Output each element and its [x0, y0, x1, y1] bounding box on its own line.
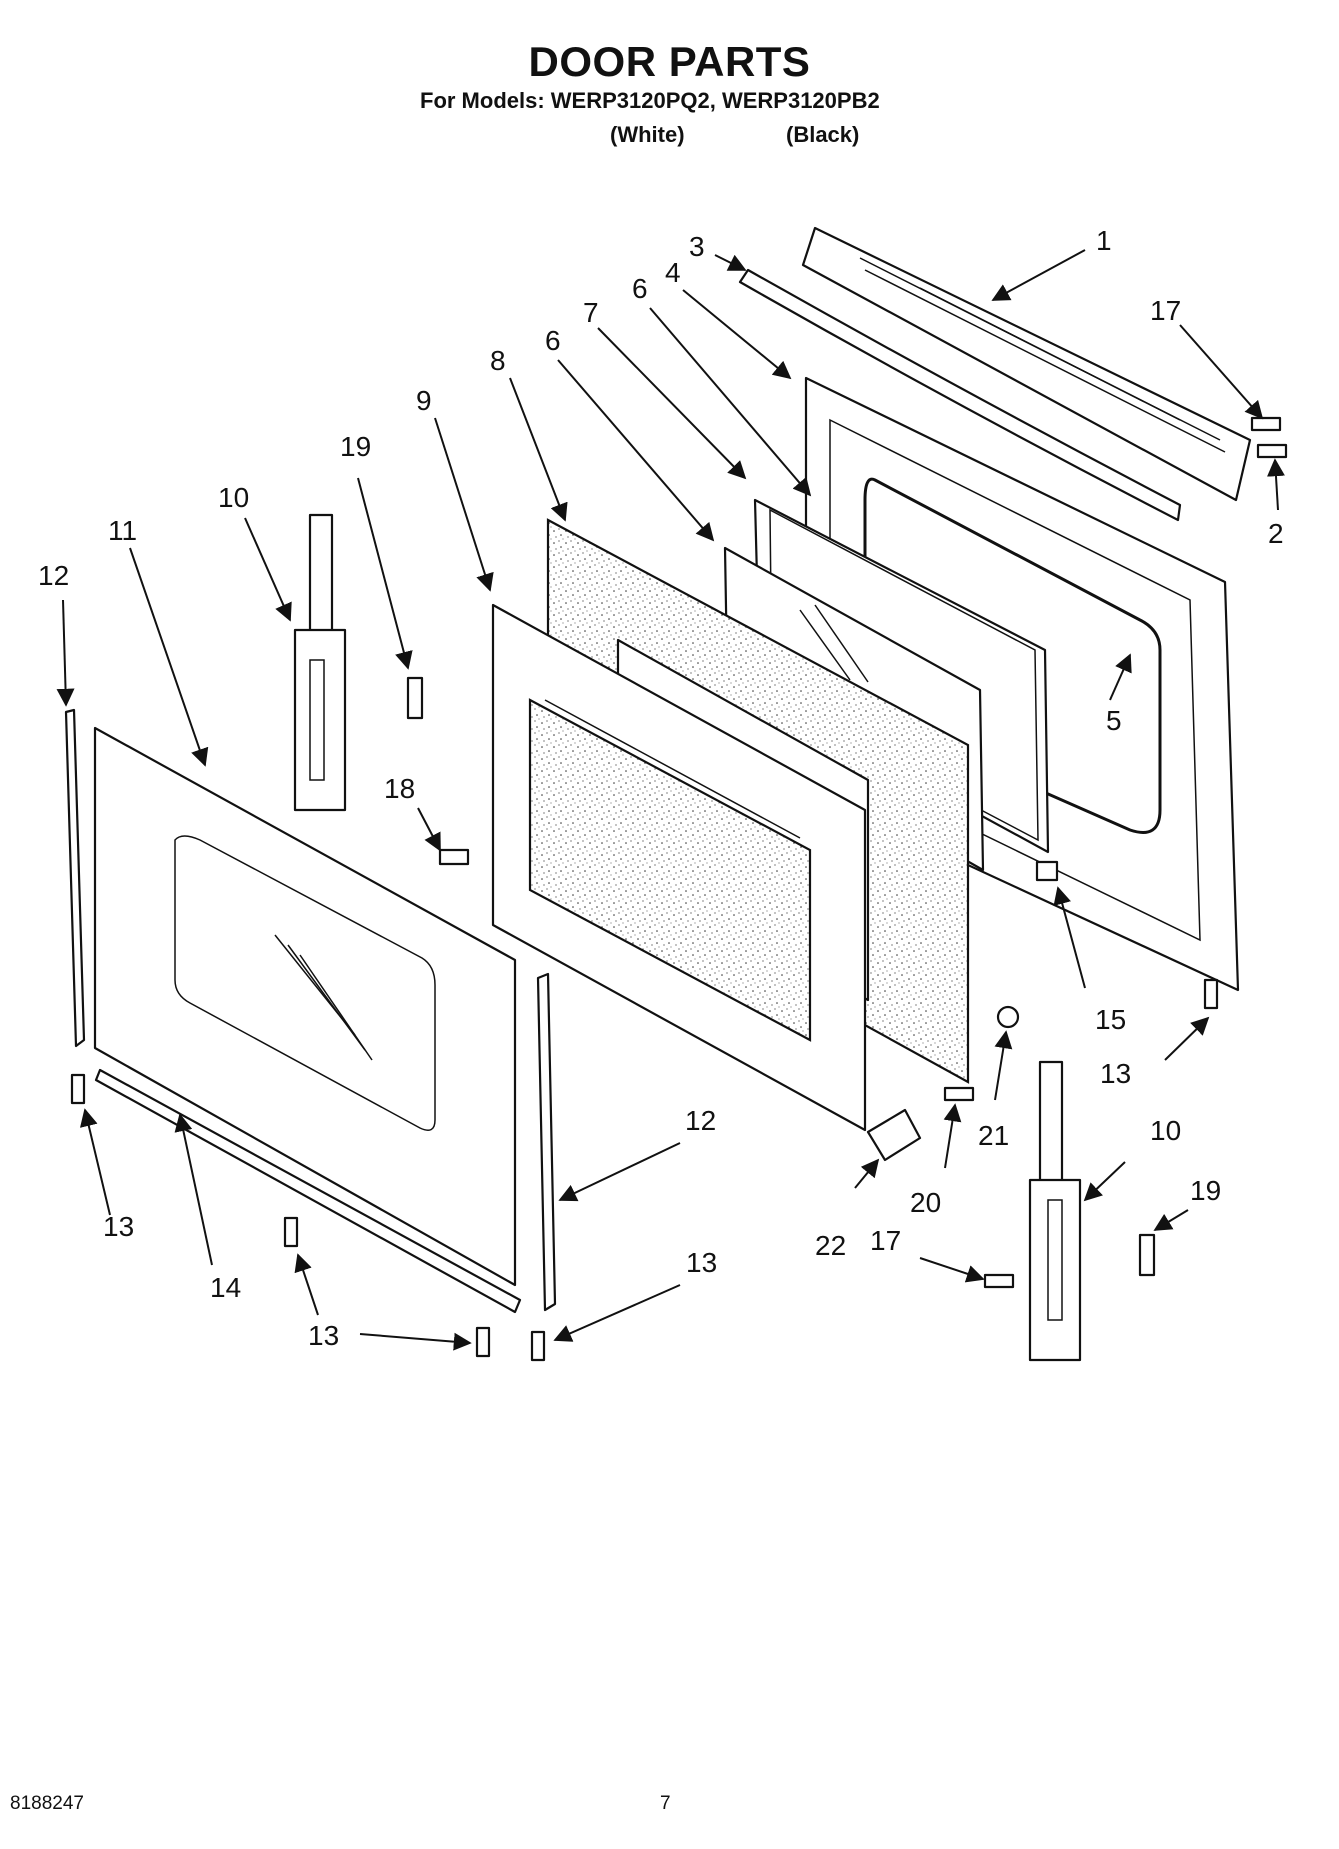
callout-11: 11 — [108, 515, 137, 546]
callout-13b: 13 — [308, 1320, 339, 1351]
lock-plate-15 — [1035, 860, 1059, 882]
callout-18: 18 — [384, 773, 415, 804]
door-gasket — [863, 477, 1162, 834]
callout-13a: 13 — [103, 1211, 134, 1242]
screw-20 — [943, 1086, 975, 1102]
bumper-21 — [996, 1005, 1020, 1029]
screw-18 — [438, 848, 470, 866]
callout-17a: 17 — [1150, 295, 1181, 326]
callout-13d: 13 — [1100, 1058, 1131, 1089]
callout-10a: 10 — [218, 482, 249, 513]
callout-1: 1 — [1096, 225, 1112, 256]
callout-5: 5 — [1106, 705, 1122, 736]
page-title: DOOR PARTS — [528, 38, 811, 85]
screw-2 — [1256, 443, 1288, 459]
side-trim-left — [64, 708, 86, 1048]
inner-door-frame — [491, 603, 867, 1132]
callout-9: 9 — [416, 385, 432, 416]
screw-13-left — [70, 1073, 86, 1105]
screw-13-bottom-1 — [475, 1326, 491, 1358]
callout-15: 15 — [1095, 1004, 1126, 1035]
hinge-receiver-19-right — [1138, 1233, 1156, 1277]
document-number: 8188247 — [10, 1793, 84, 1814]
bottom-trim — [94, 1068, 522, 1314]
callout-12a: 12 — [38, 560, 69, 591]
callout-6a: 6 — [632, 273, 648, 304]
screw-13-bottom-2 — [530, 1330, 546, 1362]
callout-4: 4 — [665, 257, 681, 288]
callout-10b: 10 — [1150, 1115, 1181, 1146]
page-number: 7 — [660, 1793, 671, 1814]
callout-14: 14 — [210, 1272, 241, 1303]
screw-17-top — [1250, 416, 1282, 432]
side-trim-right — [536, 972, 557, 1312]
variant-black-label: (Black) — [786, 122, 860, 147]
callout-13c: 13 — [686, 1247, 717, 1278]
callout-8: 8 — [490, 345, 506, 376]
callout-19b: 19 — [1190, 1175, 1221, 1206]
screw-13-bottom-mid — [283, 1216, 299, 1248]
hinge-left — [293, 513, 347, 812]
variant-white-label: (White) — [610, 122, 685, 147]
callout-3: 3 — [689, 231, 705, 262]
bracket-22 — [866, 1108, 922, 1162]
callout-7: 7 — [583, 297, 599, 328]
callout-12b: 12 — [685, 1105, 716, 1136]
callout-22: 22 — [815, 1230, 846, 1261]
callout-6b: 6 — [545, 325, 561, 356]
callout-19a: 19 — [340, 431, 371, 462]
callout-17b: 17 — [870, 1225, 901, 1256]
hinge-right — [1028, 1060, 1082, 1362]
callout-21: 21 — [978, 1120, 1009, 1151]
handle-trim — [738, 268, 1182, 522]
hinge-receiver-19-left — [406, 676, 424, 720]
callout-20: 20 — [910, 1187, 941, 1218]
leader-lines — [56, 249, 1285, 1351]
callout-labels: 1 2 3 4 5 6 6 7 8 9 10 10 11 12 12 13 13… — [38, 225, 1284, 1351]
screw-17-bottom — [983, 1273, 1015, 1289]
models-line: For Models: WERP3120PQ2, WERP3120PB2 — [420, 88, 880, 113]
callout-2: 2 — [1268, 518, 1284, 549]
outer-door-panel — [93, 726, 517, 1287]
vent-trim-bar — [801, 226, 1252, 502]
screw-13-right — [1203, 978, 1219, 1010]
